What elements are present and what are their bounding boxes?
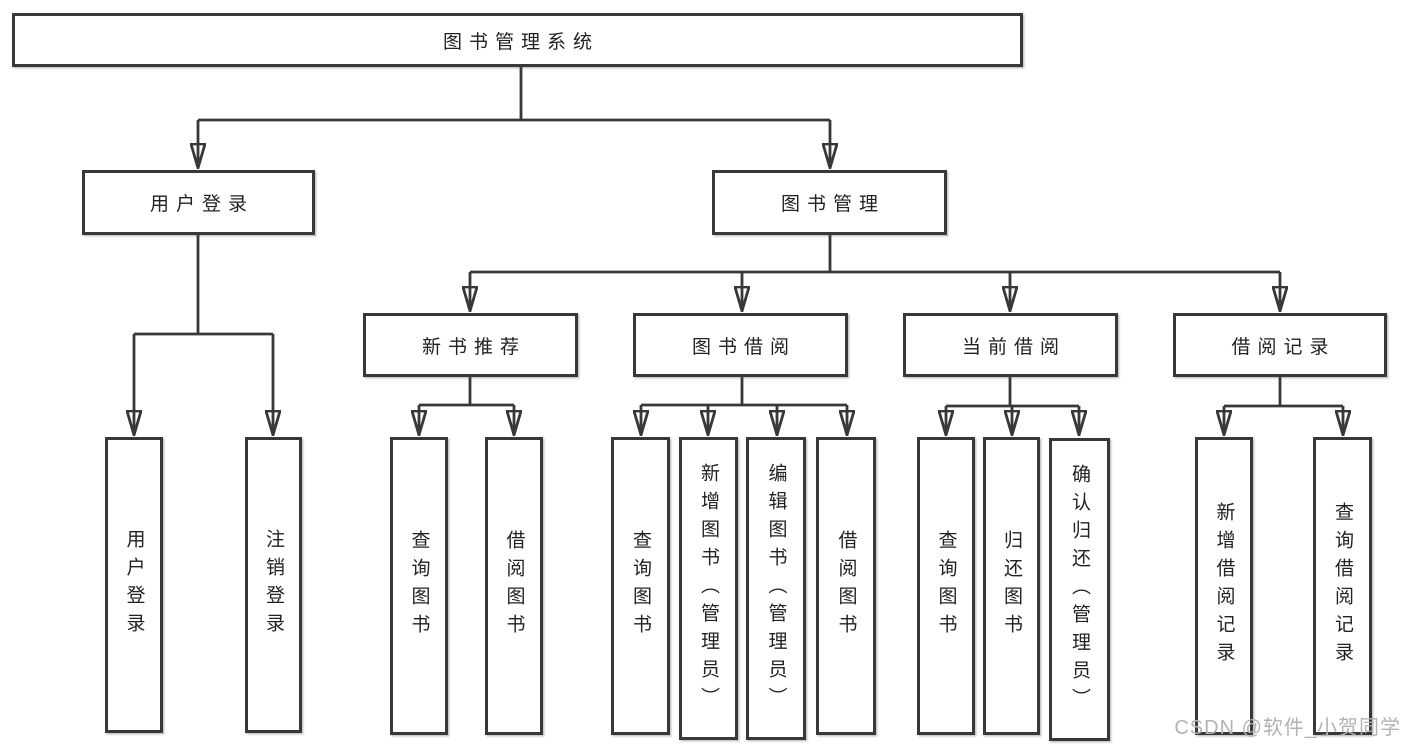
leaf-return-book: 归还图书 (983, 437, 1040, 735)
node-new-book-recommend: 新书推荐 (363, 313, 578, 377)
leaf-borrow-book-2-label: 借阅图书 (835, 530, 857, 642)
node-current-borrow: 当前借阅 (903, 313, 1118, 377)
node-book-management-label: 图书管理 (780, 194, 885, 215)
leaf-query-borrow-record: 查询借阅记录 (1313, 437, 1372, 735)
leaf-add-borrow-record-label: 新增借阅记录 (1213, 502, 1235, 670)
node-current-borrow-label: 当前借阅 (961, 336, 1066, 358)
leaf-query-book-recommend-label: 查询图书 (408, 530, 430, 642)
leaf-query-book-current: 查询图书 (917, 437, 975, 735)
leaf-add-book-admin: 新增图书（管理员） (679, 437, 738, 740)
leaf-query-book-current-label: 查询图书 (935, 530, 957, 642)
leaf-user-login: 用户登录 (105, 437, 163, 733)
leaf-query-book-borrow: 查询图书 (611, 437, 670, 735)
leaf-return-book-label: 归还图书 (1001, 530, 1022, 642)
node-root: 图书管理系统 (12, 13, 1023, 67)
node-book-borrow-label: 图书借阅 (691, 336, 796, 358)
leaf-borrow-book-recommend: 借阅图书 (485, 437, 543, 735)
node-root-label: 图书管理系统 (442, 31, 599, 53)
node-borrow-records-label: 借阅记录 (1231, 336, 1336, 358)
leaf-borrow-book-2: 借阅图书 (816, 437, 876, 735)
leaf-edit-book-admin: 编辑图书（管理员） (746, 437, 806, 740)
leaf-confirm-return-admin: 确认归还（管理员） (1049, 438, 1110, 741)
leaf-query-book-recommend: 查询图书 (390, 437, 448, 735)
csdn-watermark: CSDN @软件_小贺同学 (1174, 717, 1401, 739)
node-book-management: 图书管理 (712, 170, 947, 235)
leaf-confirm-return-admin-label: 确认归还（管理员） (1069, 463, 1090, 716)
leaf-query-book-borrow-label: 查询图书 (630, 530, 651, 642)
leaf-logout: 注销登录 (245, 437, 302, 733)
leaf-user-login-label: 用户登录 (123, 529, 145, 641)
node-new-book-recommend-label: 新书推荐 (421, 336, 526, 358)
leaf-add-borrow-record: 新增借阅记录 (1195, 437, 1253, 735)
leaf-add-book-admin-label: 新增图书（管理员） (698, 462, 719, 715)
leaf-borrow-book-recommend-label: 借阅图书 (503, 530, 525, 642)
node-user-login: 用户登录 (82, 170, 315, 235)
node-book-borrow: 图书借阅 (633, 313, 848, 377)
leaf-logout-label: 注销登录 (263, 529, 284, 641)
node-borrow-records: 借阅记录 (1173, 313, 1387, 377)
leaf-edit-book-admin-label: 编辑图书（管理员） (765, 462, 787, 715)
node-user-login-label: 用户登录 (149, 194, 254, 215)
leaf-query-borrow-record-label: 查询借阅记录 (1332, 502, 1353, 670)
